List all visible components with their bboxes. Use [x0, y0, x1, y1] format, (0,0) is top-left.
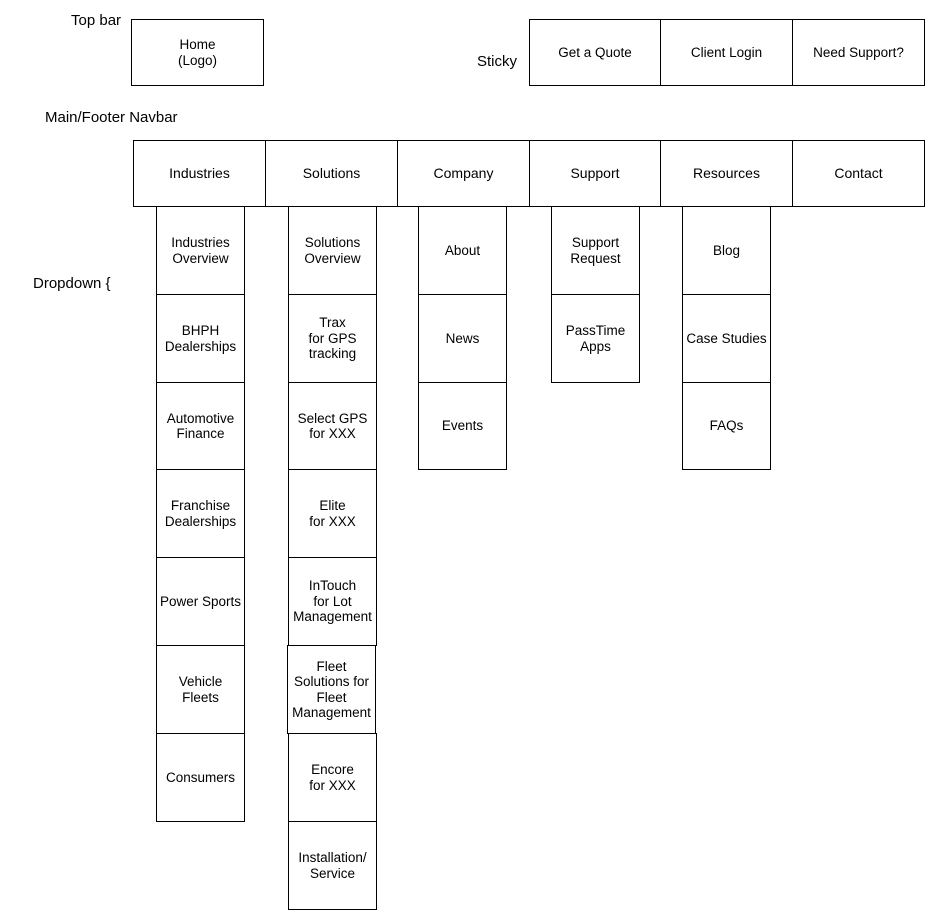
nav-industries: Industries: [133, 140, 266, 207]
dropdown-solutions-overview: Solutions Overview: [288, 206, 377, 295]
nav-support: Support: [529, 140, 661, 207]
dropdown-fleet-solutions: Fleet Solutions for Fleet Management: [287, 645, 376, 734]
get-a-quote-box: Get a Quote: [529, 19, 661, 86]
dropdown-bhph-dealerships: BHPH Dealerships: [156, 294, 245, 383]
need-support-box: Need Support?: [792, 19, 925, 86]
dropdown-elite: Elite for XXX: [288, 469, 377, 558]
home-logo-box: Home (Logo): [131, 19, 264, 86]
label-dropdown: Dropdown {: [33, 275, 111, 292]
dropdown-case-studies: Case Studies: [682, 294, 771, 383]
dropdown-encore: Encore for XXX: [288, 733, 377, 822]
dropdown-support-request: Support Request: [551, 206, 640, 295]
label-top-bar: Top bar: [71, 12, 122, 29]
dropdown-automotive-finance: Automotive Finance: [156, 382, 245, 470]
dropdown-blog: Blog: [682, 206, 771, 295]
dropdown-news: News: [418, 294, 507, 383]
dropdown-faqs: FAQs: [682, 382, 771, 470]
dropdown-industries-overview: Industries Overview: [156, 206, 245, 295]
dropdown-intouch: InTouch for Lot Management: [288, 557, 377, 646]
nav-contact: Contact: [792, 140, 925, 207]
dropdown-about: About: [418, 206, 507, 295]
dropdown-consumers: Consumers: [156, 733, 245, 822]
nav-company: Company: [397, 140, 530, 207]
dropdown-trax: Trax for GPS tracking: [288, 294, 377, 383]
dropdown-passtime-apps: PassTime Apps: [551, 294, 640, 383]
client-login-box: Client Login: [660, 19, 793, 86]
nav-resources: Resources: [660, 140, 793, 207]
dropdown-power-sports: Power Sports: [156, 557, 245, 646]
dropdown-franchise-dealerships: Franchise Dealerships: [156, 469, 245, 558]
label-main-footer-navbar: Main/Footer Navbar: [45, 109, 178, 126]
dropdown-select-gps: Select GPS for XXX: [288, 382, 377, 470]
dropdown-installation-service: Installation/ Service: [288, 821, 377, 910]
dropdown-vehicle-fleets: Vehicle Fleets: [156, 645, 245, 734]
label-sticky: Sticky: [477, 53, 518, 70]
dropdown-events: Events: [418, 382, 507, 470]
nav-solutions: Solutions: [265, 140, 398, 207]
